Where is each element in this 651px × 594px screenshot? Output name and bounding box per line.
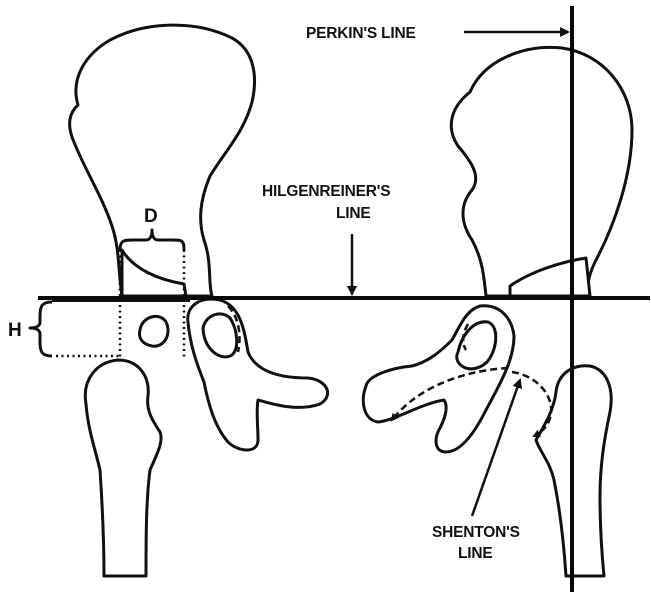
left-small-foramen bbox=[140, 316, 169, 346]
left-ilium bbox=[70, 25, 255, 296]
left-femur bbox=[85, 360, 161, 576]
shentons-arc-right bbox=[512, 372, 551, 436]
hilgenreiners-line-label-2: LINE bbox=[336, 205, 371, 222]
hilgenreiners-line-label-1: HILGENREINER'S bbox=[262, 183, 390, 200]
h-label: H bbox=[8, 320, 22, 341]
right-ilium bbox=[451, 47, 632, 296]
shentons-line-label-2: LINE bbox=[458, 545, 493, 562]
d-label: D bbox=[144, 206, 158, 227]
shentons-line-label-1: SHENTON'S bbox=[432, 524, 520, 541]
h-brace bbox=[30, 302, 52, 356]
perkins-line-label: PERKIN'S LINE bbox=[306, 25, 416, 42]
